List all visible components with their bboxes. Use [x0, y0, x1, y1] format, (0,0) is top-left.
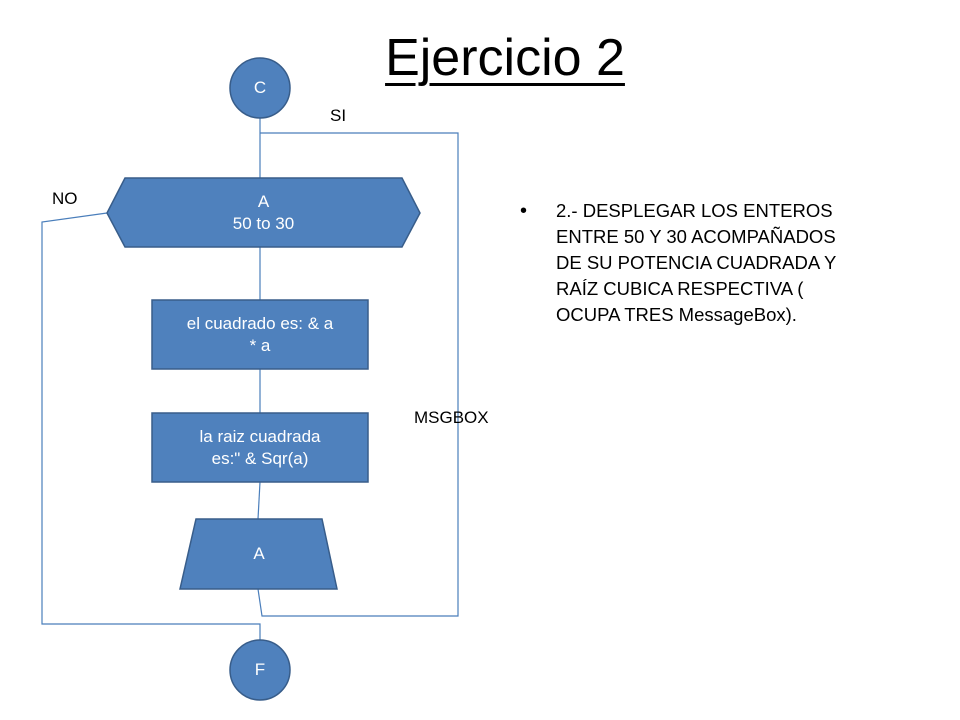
exercise-description: 2.- DESPLEGAR LOS ENTEROS ENTRE 50 Y 30 …	[556, 200, 837, 325]
connector-yes-loop-back	[257, 132, 459, 617]
process-square-label: el cuadrado es: & a * a	[186, 313, 334, 355]
page-title: Ejercicio 2	[385, 29, 625, 87]
start-connector-label: C	[253, 78, 267, 97]
msgbox-label: MSGBOX	[414, 408, 489, 427]
no-label: NO	[52, 189, 78, 208]
connector-no-exit	[41, 212, 261, 640]
end-connector-f	[229, 639, 291, 701]
bullet-list: • 2.- DESPLEGAR LOS ENTEROS ENTRE 50 Y 3…	[520, 198, 890, 328]
loop-label: A 50 to 30	[232, 191, 295, 233]
loop-hexagon	[106, 177, 421, 248]
process-box-root	[151, 412, 369, 483]
bullet-dot-icon: •	[520, 200, 528, 222]
process-box-square	[151, 299, 369, 370]
start-connector-c	[229, 57, 291, 119]
output-trapezoid	[179, 518, 338, 590]
end-connector-label: F	[254, 660, 266, 679]
connector-process2-to-output	[257, 481, 261, 520]
output-label: A	[253, 544, 265, 563]
process-root-label: la raiz cuadrada es:" & Sqr(a)	[199, 426, 321, 468]
yes-label: SI	[330, 106, 347, 125]
